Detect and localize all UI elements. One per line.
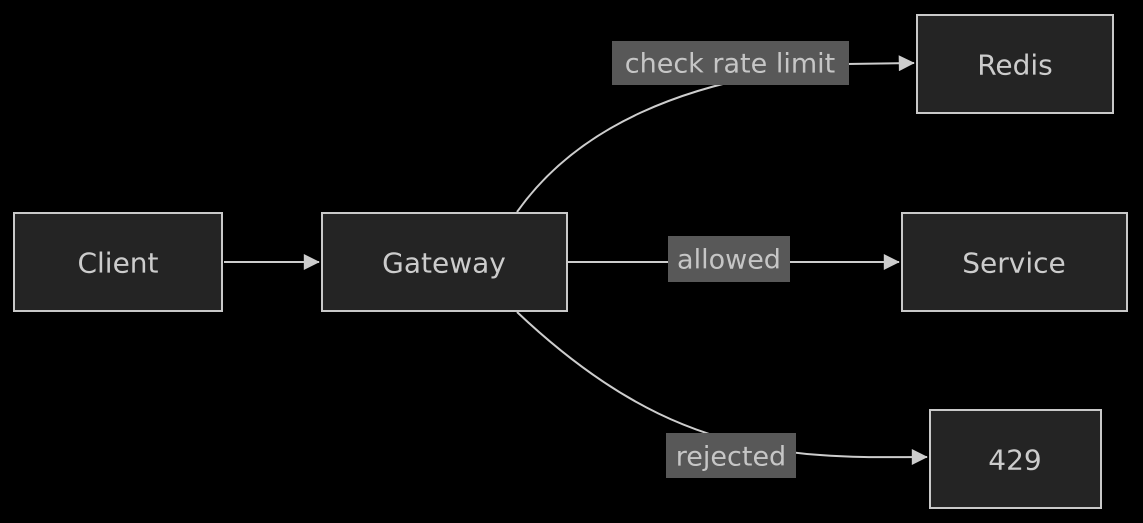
edge-label-allowed: allowed — [668, 236, 790, 282]
node-gateway: Gateway — [321, 212, 568, 312]
node-box — [916, 14, 1114, 114]
edge-label-bg — [668, 236, 790, 282]
node-429: 429 — [929, 409, 1102, 509]
node-label: 429 — [988, 444, 1041, 477]
node-client: Client — [13, 212, 223, 312]
edge-label-bg — [666, 433, 796, 478]
node-label: Gateway — [382, 247, 506, 280]
edge-label-rejected: rejected — [666, 433, 796, 478]
node-redis: Redis — [916, 14, 1114, 114]
edge-gateway-to-redis — [516, 55, 915, 213]
edge-label-bg — [612, 41, 849, 85]
node-label: Redis — [977, 49, 1053, 82]
edge-label-text: allowed — [677, 245, 781, 276]
edge-label-text: rejected — [676, 442, 786, 473]
node-box — [321, 212, 568, 312]
node-label: Service — [962, 247, 1065, 280]
node-box — [13, 212, 223, 312]
node-service: Service — [901, 212, 1128, 312]
node-label: Client — [77, 247, 158, 280]
node-box — [901, 212, 1128, 312]
edge-label-check-rate-limit: check rate limit — [612, 41, 849, 85]
edge-label-text: check rate limit — [625, 49, 835, 80]
node-box — [929, 409, 1102, 509]
